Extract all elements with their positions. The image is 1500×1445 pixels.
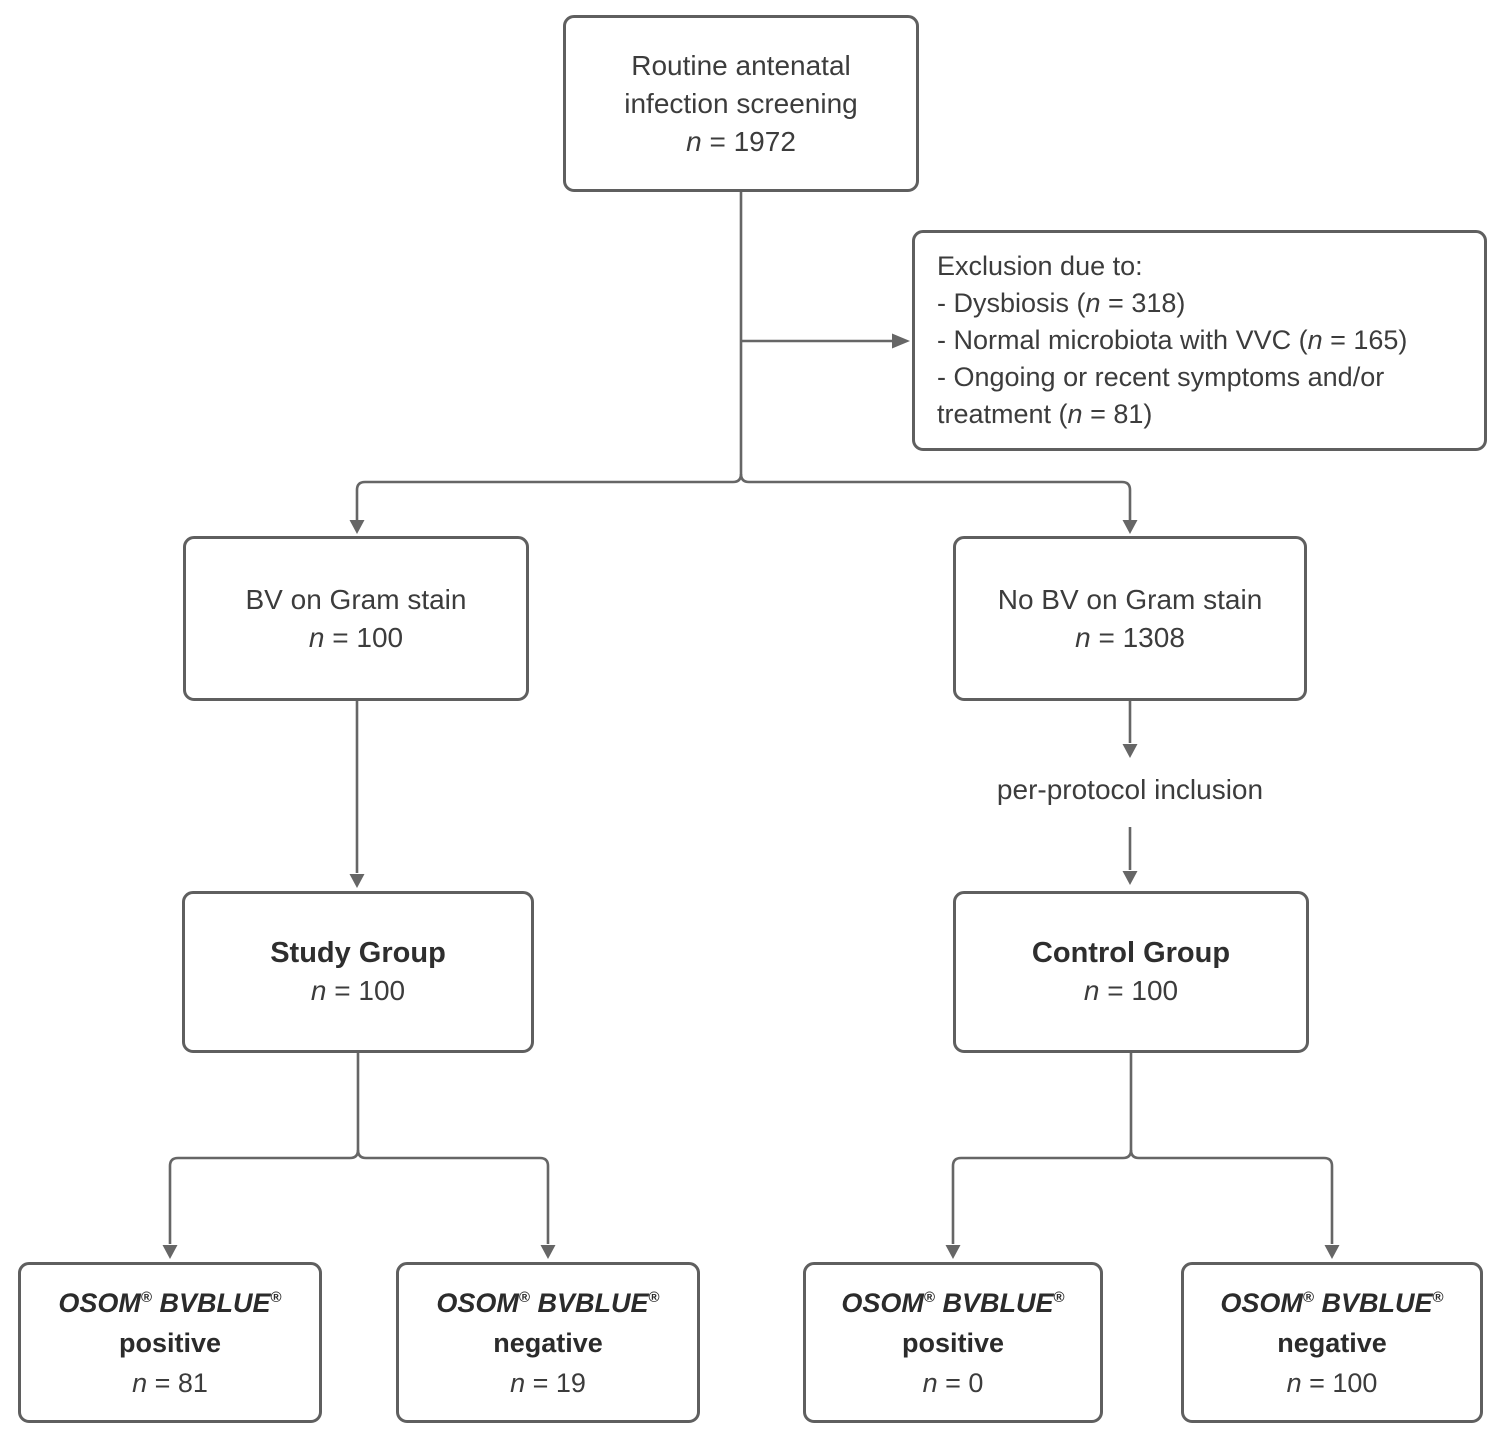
registered-mark-icon: ® bbox=[1432, 1288, 1444, 1306]
control-group-n: n = 100 bbox=[1083, 975, 1179, 1006]
control-negative-result: negative bbox=[1277, 1327, 1387, 1358]
study-negative-n: n = 19 bbox=[510, 1367, 586, 1398]
registered-mark-icon: ® bbox=[1302, 1288, 1314, 1306]
arrowhead-control-positive bbox=[945, 1245, 961, 1259]
edge-screening-to-bv bbox=[355, 192, 743, 520]
bv-gram-n: n = 100 bbox=[308, 621, 404, 653]
edge-screening-to-nobv bbox=[739, 473, 1132, 520]
control-positive-n: n = 0 bbox=[922, 1367, 984, 1398]
registered-mark-icon: ® bbox=[648, 1288, 660, 1306]
edge-study-to-positive bbox=[168, 1053, 360, 1244]
registered-mark-icon: ® bbox=[140, 1288, 152, 1306]
control-positive-result: positive bbox=[901, 1327, 1005, 1358]
arrowhead-study-positive bbox=[162, 1245, 178, 1259]
control-positive-brand: OSOM® BVBLUE® bbox=[841, 1287, 1065, 1318]
registered-mark-icon: ® bbox=[923, 1288, 935, 1306]
arrowhead-control bbox=[1122, 871, 1138, 885]
registered-mark-icon: ® bbox=[1053, 1288, 1065, 1306]
screening-n: n = 1972 bbox=[686, 125, 796, 157]
study-negative-result: negative bbox=[493, 1327, 603, 1358]
edge-control-to-negative bbox=[1129, 1149, 1334, 1244]
no-bv-gram-line1: No BV on Gram stain bbox=[997, 583, 1263, 615]
bv-gram-line1: BV on Gram stain bbox=[245, 583, 467, 615]
edge-study-to-negative bbox=[356, 1149, 550, 1244]
exclusion-box: Exclusion due to: - Dysbiosis (n = 318) … bbox=[912, 230, 1487, 451]
arrowhead-study bbox=[349, 874, 365, 888]
study-group-title: Study Group bbox=[270, 937, 446, 969]
control-osom-positive-box: OSOM® BVBLUE® positive n = 0 bbox=[803, 1262, 1103, 1423]
study-positive-result: positive bbox=[118, 1327, 222, 1358]
per-protocol-inclusion-label: per-protocol inclusion bbox=[996, 774, 1264, 805]
study-osom-positive-box: OSOM® BVBLUE® positive n = 81 bbox=[18, 1262, 322, 1423]
control-group-title: Control Group bbox=[1031, 937, 1231, 969]
arrowhead-exclusion bbox=[892, 333, 910, 349]
study-group-box: Study Group n = 100 bbox=[182, 891, 534, 1053]
control-group-box: Control Group n = 100 bbox=[953, 891, 1309, 1053]
arrowhead-study-negative bbox=[540, 1245, 556, 1259]
exclusion-item-symptoms: - Ongoing or recent symptoms and/or trea… bbox=[937, 362, 1385, 429]
study-positive-n: n = 81 bbox=[132, 1367, 208, 1398]
screening-line2: infection screening bbox=[624, 87, 858, 119]
study-negative-brand: OSOM® BVBLUE® bbox=[436, 1287, 660, 1318]
exclusion-item-microbiota: - Normal microbiota with VVC (n = 165) bbox=[937, 325, 1408, 355]
arrowhead-control-negative bbox=[1324, 1245, 1340, 1259]
control-negative-n: n = 100 bbox=[1286, 1367, 1378, 1398]
bv-gram-stain-box: BV on Gram stain n = 100 bbox=[183, 536, 529, 701]
no-bv-gram-stain-box: No BV on Gram stain n = 1308 bbox=[953, 536, 1307, 701]
study-positive-brand: OSOM® BVBLUE® bbox=[58, 1287, 282, 1318]
exclusion-header: Exclusion due to: bbox=[937, 251, 1143, 281]
arrowhead-label bbox=[1122, 744, 1138, 758]
edge-control-to-positive bbox=[951, 1053, 1133, 1244]
arrowhead-bv bbox=[349, 520, 365, 534]
screening-box: Routine antenatal infection screening n … bbox=[563, 15, 919, 192]
study-osom-negative-box: OSOM® BVBLUE® negative n = 19 bbox=[396, 1262, 700, 1423]
study-group-n: n = 100 bbox=[310, 975, 406, 1006]
control-osom-negative-box: OSOM® BVBLUE® negative n = 100 bbox=[1181, 1262, 1483, 1423]
screening-line1: Routine antenatal bbox=[631, 49, 851, 81]
registered-mark-icon: ® bbox=[270, 1288, 282, 1306]
no-bv-gram-n: n = 1308 bbox=[1075, 621, 1185, 653]
arrowhead-nobv bbox=[1122, 520, 1138, 534]
registered-mark-icon: ® bbox=[518, 1288, 530, 1306]
exclusion-item-dysbiosis: - Dysbiosis (n = 318) bbox=[937, 288, 1186, 318]
control-negative-brand: OSOM® BVBLUE® bbox=[1220, 1287, 1444, 1318]
